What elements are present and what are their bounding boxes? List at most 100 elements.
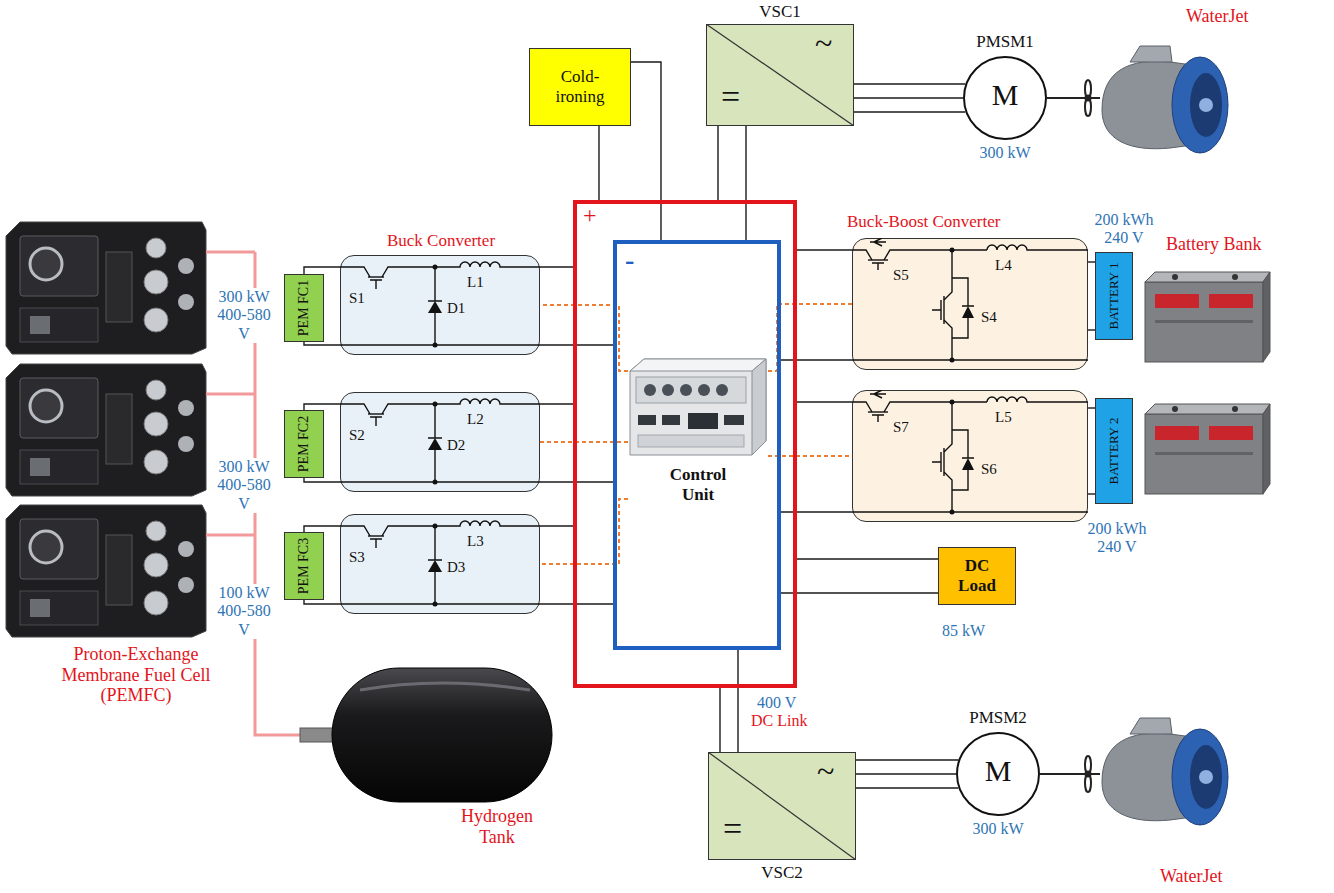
control-unit-device <box>680 384 692 396</box>
buck-circuit <box>340 262 540 345</box>
battery-picture <box>1145 272 1270 282</box>
node-label: D1 <box>447 300 465 317</box>
annotation-label: 85 kW <box>942 622 985 640</box>
buck-boost-circuit <box>852 359 1088 360</box>
battery-picture <box>1155 320 1253 323</box>
power-wire <box>717 126 718 200</box>
converter-diagonal <box>708 752 856 860</box>
buck-boost-circuit <box>962 458 974 470</box>
battery-box: BATTERY 2 <box>1095 398 1133 504</box>
hydrogen-tank <box>332 668 552 802</box>
hydrogen-tank <box>300 668 552 802</box>
fuel-cell-stack <box>20 519 98 579</box>
power-wire <box>797 250 852 251</box>
buck-circuit <box>433 524 438 529</box>
power-wire <box>797 558 938 559</box>
power-wire <box>304 600 340 604</box>
buck-circuit <box>340 404 370 414</box>
hydrogen-tank <box>360 683 530 690</box>
buck-circuit <box>340 267 370 277</box>
motor-shaft <box>1047 97 1100 99</box>
buck-circuit <box>434 572 435 604</box>
power-wire <box>720 688 721 752</box>
power-wire <box>1088 408 1095 494</box>
power-wire <box>856 759 958 760</box>
buck-circuit <box>340 255 540 355</box>
node-label: Buck Converter <box>341 231 541 251</box>
power-wire <box>781 359 852 360</box>
power-wire <box>856 787 958 788</box>
node-label: PEM FC3 <box>296 538 312 594</box>
buck-boost-circuit <box>952 430 974 458</box>
power-wire <box>631 62 661 240</box>
waterjet-picture <box>1130 718 1172 734</box>
waterjet-picture <box>1102 718 1228 825</box>
buck-boost-circuit <box>852 390 1088 522</box>
battery-picture <box>1209 294 1253 308</box>
fuel-cell-stack <box>30 248 62 280</box>
fuel-cell-stack <box>106 394 132 464</box>
buck-converter-box: S3D3L3 <box>340 514 540 614</box>
waterjet-picture <box>1172 729 1228 825</box>
buck-boost-circuit <box>950 510 955 515</box>
buck-boost-circuit <box>944 320 952 360</box>
buck-boost-circuit <box>944 472 952 512</box>
node-label: S6 <box>981 461 997 478</box>
node-label: - <box>625 244 634 276</box>
control-unit-device <box>662 384 674 396</box>
buck-boost-circuit <box>950 358 955 363</box>
power-wire <box>738 650 739 752</box>
node-label: S7 <box>893 419 909 436</box>
node-label: Cold-ironing <box>555 67 604 106</box>
power-wire <box>781 360 852 361</box>
power-wire <box>1088 262 1095 330</box>
buck-boost-circuit <box>870 390 886 398</box>
node-label: BATTERY 1 <box>1107 262 1122 329</box>
power-wire <box>856 773 956 774</box>
battery-picture <box>1145 282 1263 362</box>
buck-converter-box: Buck ConverterS1D1L1 <box>340 255 540 355</box>
power-wire <box>540 403 573 404</box>
fuel-cell-stack <box>20 236 98 296</box>
fuel-cell-stack <box>6 505 206 637</box>
control-unit-device <box>638 415 656 425</box>
annotation-label: WaterJet <box>1160 866 1223 887</box>
power-wire <box>745 126 746 240</box>
node-label: VSC2 <box>708 863 856 883</box>
node-label: L4 <box>995 257 1012 274</box>
power-wire <box>797 249 852 250</box>
buck-boost-circuit <box>952 318 968 338</box>
node-label: DC Link <box>751 712 807 730</box>
buck-boost-circuit <box>870 238 886 246</box>
node-label: ~ <box>817 753 834 790</box>
node-label: L5 <box>995 409 1012 426</box>
battery-picture <box>1155 294 1199 308</box>
power-wire <box>781 511 852 512</box>
node-label: PEM FC2 <box>296 416 312 472</box>
power-wire <box>540 526 573 527</box>
fuel-cell-stack <box>6 222 206 354</box>
fuel-cell-stack <box>178 577 194 593</box>
motor-shaft <box>1086 772 1091 777</box>
control-unit-device <box>688 413 718 429</box>
converter-box: ~=VSC2 <box>708 752 856 860</box>
buck-circuit <box>370 539 382 548</box>
power-wire <box>746 126 747 240</box>
power-wire <box>540 525 573 526</box>
buck-circuit <box>428 526 442 560</box>
node-label: S5 <box>893 267 909 284</box>
battery-picture <box>1172 406 1178 412</box>
power-wire <box>1088 493 1095 494</box>
buck-boost-circuit <box>872 263 884 270</box>
fuel-cell-stack <box>146 238 166 258</box>
annotation-label: Battery Bank <box>1166 234 1261 255</box>
node-label: DC Load <box>958 556 996 595</box>
node-label: ~ <box>815 25 832 62</box>
buck-circuit <box>428 267 442 301</box>
control-unit-device <box>630 359 766 455</box>
fuel-cell-stack <box>146 380 166 400</box>
cold-ironing-box: Cold-ironing <box>529 48 631 126</box>
buck-circuit <box>340 514 540 614</box>
fuel-cell-stack <box>6 505 206 637</box>
